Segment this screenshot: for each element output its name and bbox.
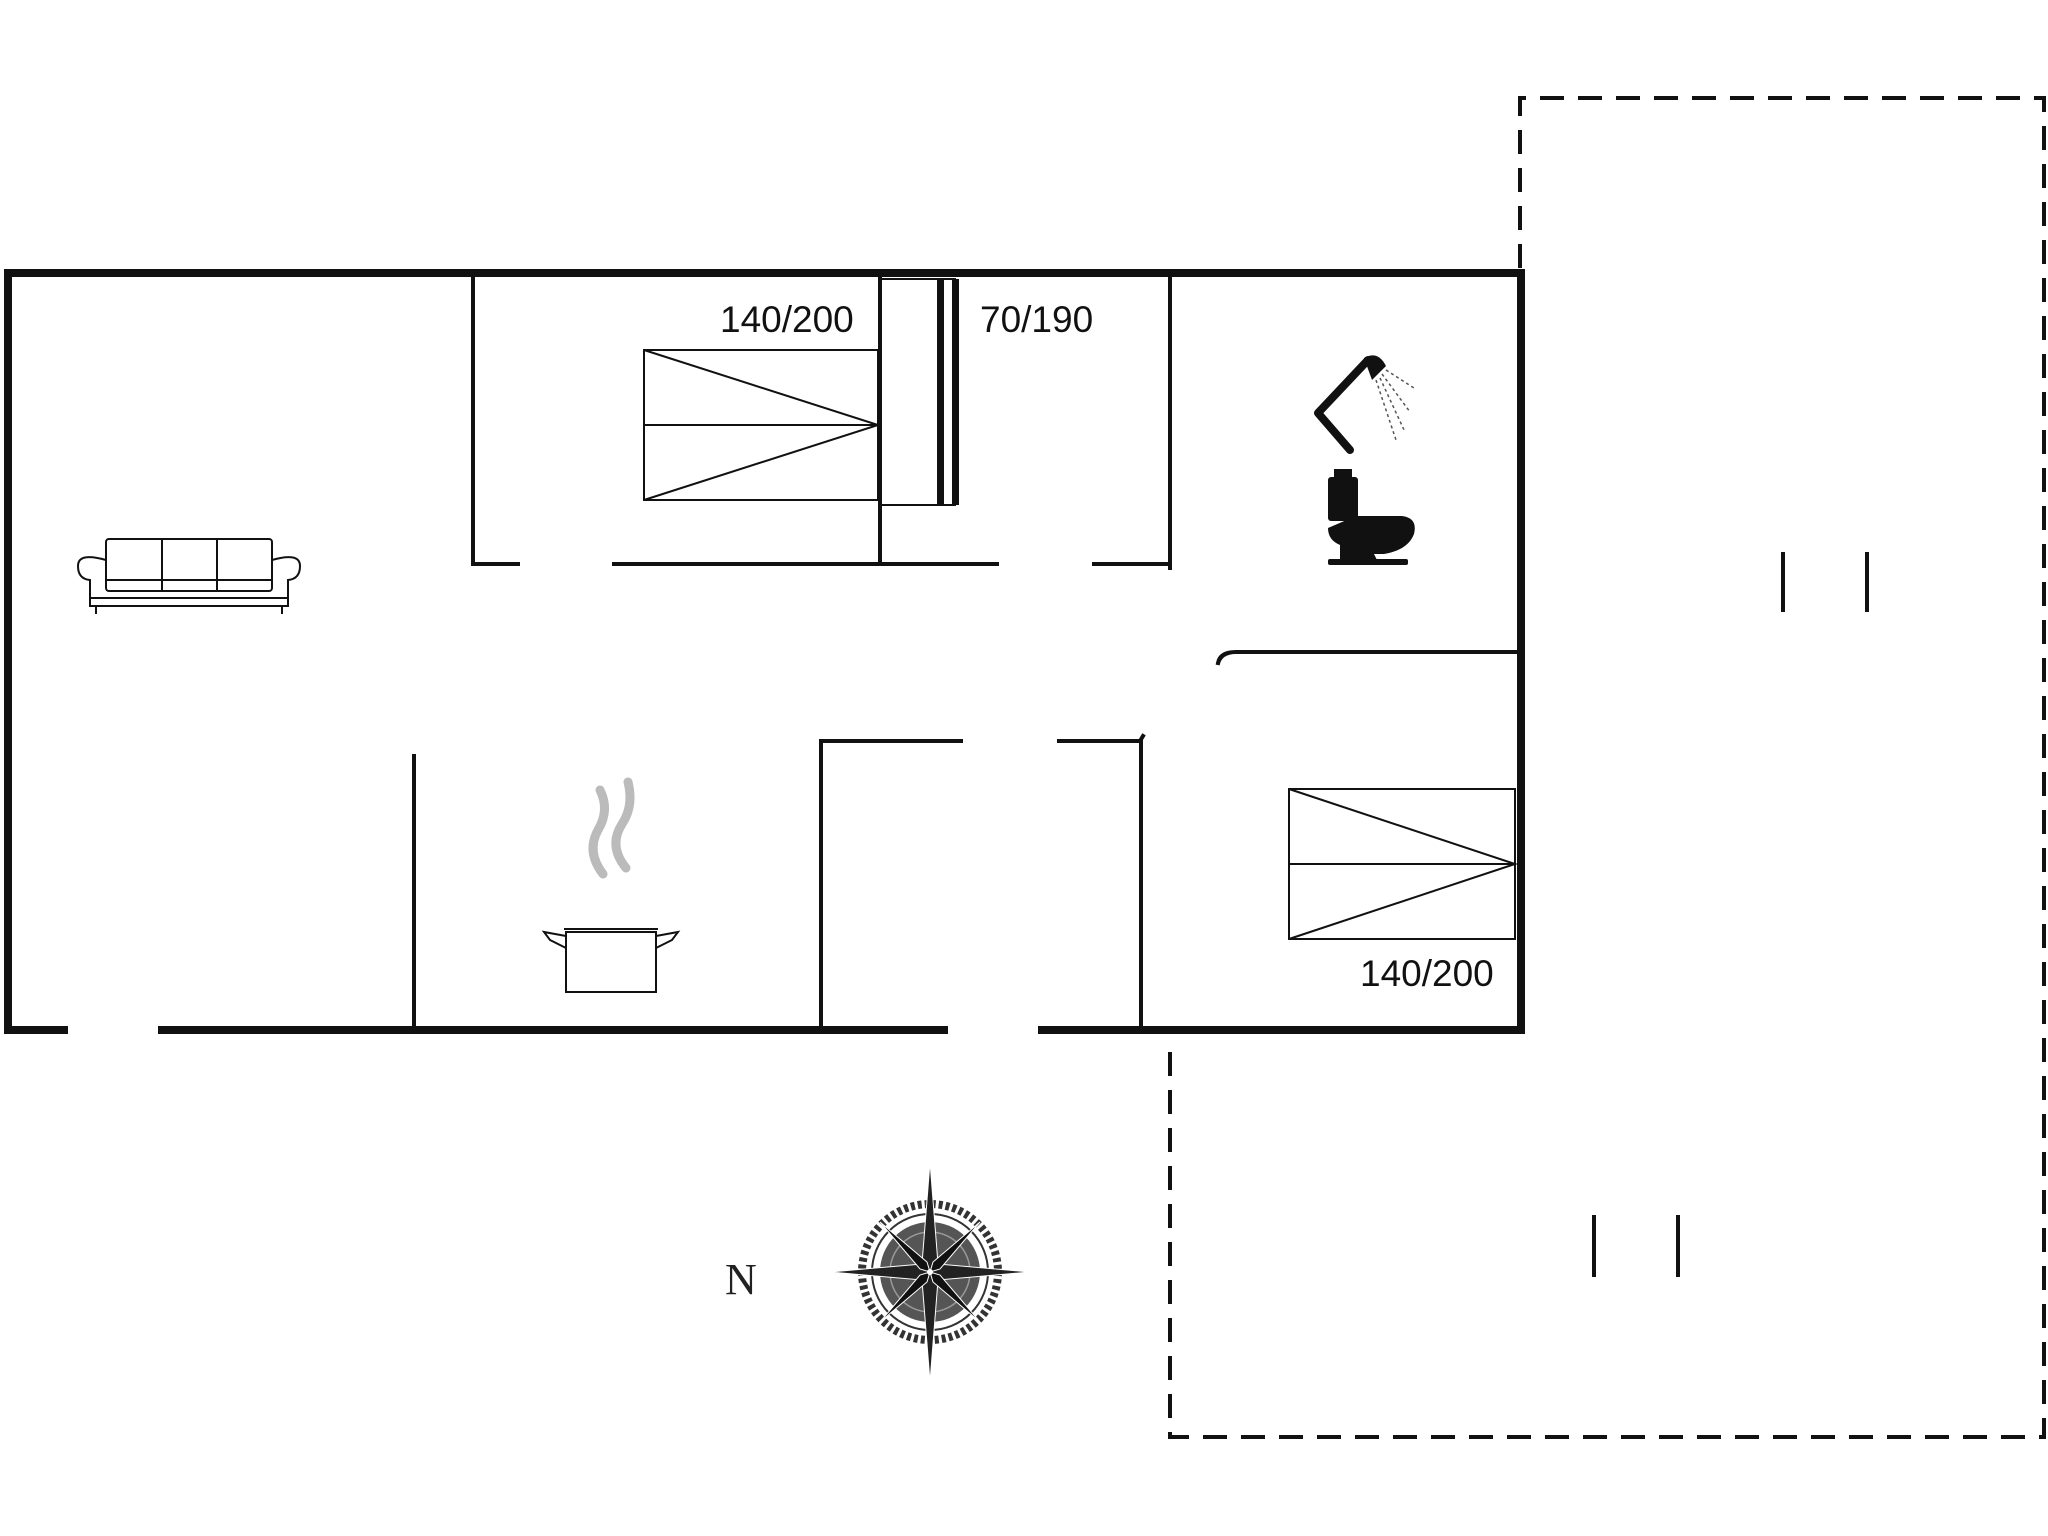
bed-icon: [1288, 788, 1519, 940]
bed-size-label: 70/190: [980, 299, 1093, 340]
terrace-outline: [1168, 96, 2046, 1439]
toilet-icon: [1328, 469, 1415, 565]
cooking-pot-icon: [541, 777, 681, 993]
compass-rose-icon: [829, 1161, 1031, 1383]
interior-walls: [412, 276, 1518, 1028]
outer-walls: [4, 269, 1525, 1034]
shower-icon: [1314, 355, 1415, 454]
terrace-marks: [1592, 552, 1869, 1277]
sofa-icon: [76, 538, 302, 614]
bed-size-label: 140/200: [720, 299, 854, 340]
bed-size-label: 140/200: [1360, 953, 1494, 994]
bed-icon: [643, 349, 882, 501]
compass-north-label: N: [725, 1255, 757, 1304]
bunk-bed-icon: [879, 278, 959, 506]
